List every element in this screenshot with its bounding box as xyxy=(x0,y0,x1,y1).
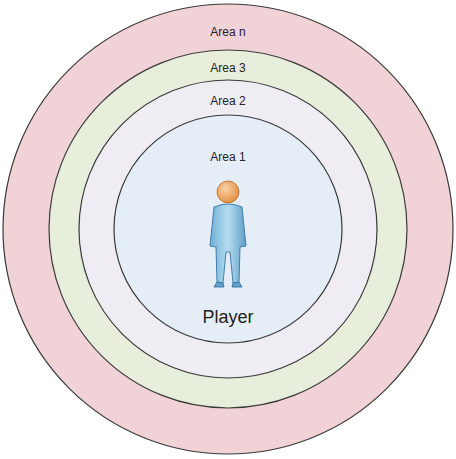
circle-shape xyxy=(79,80,377,378)
player-foot xyxy=(214,282,224,287)
area-label: Area 3 xyxy=(210,61,245,75)
area-label: Area 1 xyxy=(210,150,245,164)
area-label: Area 2 xyxy=(210,94,245,108)
circle-shape xyxy=(49,50,407,408)
player-label: Player xyxy=(202,306,253,328)
player-body xyxy=(210,204,246,283)
circle-shape xyxy=(3,4,453,454)
area-label: Area n xyxy=(210,25,245,39)
player-head xyxy=(217,181,239,203)
player-foot xyxy=(232,282,242,287)
circle-shape xyxy=(114,115,342,343)
